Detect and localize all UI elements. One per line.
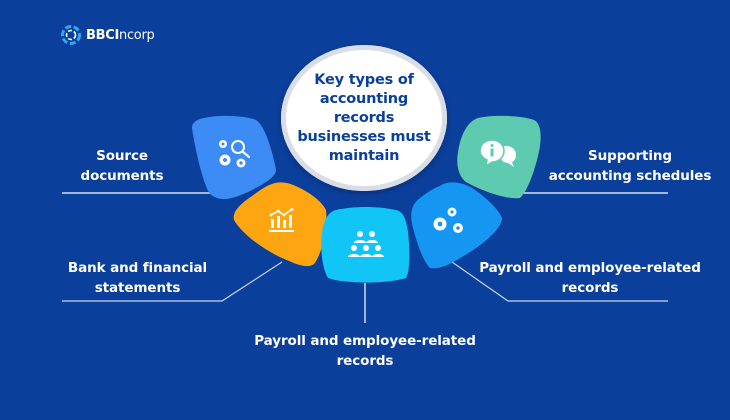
label-supporting-accounting-schedules: Supporting accounting schedules <box>548 148 712 184</box>
supporting-schedules-shape <box>454 110 544 202</box>
bbcincorp-logo: BBCIncorp <box>60 24 155 46</box>
gears-search-icon <box>219 140 251 168</box>
gears-icon <box>433 207 463 233</box>
payroll-right-shape <box>404 176 506 270</box>
source-documents-shape <box>190 112 280 202</box>
label-source-documents: Source documents <box>80 148 164 184</box>
label-payroll-employee-records-center: Payroll and employee-related records <box>254 333 476 369</box>
people-group-icon <box>348 231 384 257</box>
bank-financial-shape <box>230 178 330 270</box>
payroll-center-shape <box>318 206 412 284</box>
logo-text: BBCIncorp <box>86 27 155 43</box>
label-bank-financial-statements: Bank and financial statements <box>67 260 208 296</box>
info-chat-icon <box>480 140 516 168</box>
center-title-circle: Key types of accounting records business… <box>281 45 447 191</box>
bar-chart-trend-icon <box>269 208 294 232</box>
center-title: Key types of accounting records business… <box>297 71 431 164</box>
logo-swirl-icon <box>61 25 81 45</box>
label-payroll-employee-records-right: Payroll and employee-related records <box>479 260 701 296</box>
